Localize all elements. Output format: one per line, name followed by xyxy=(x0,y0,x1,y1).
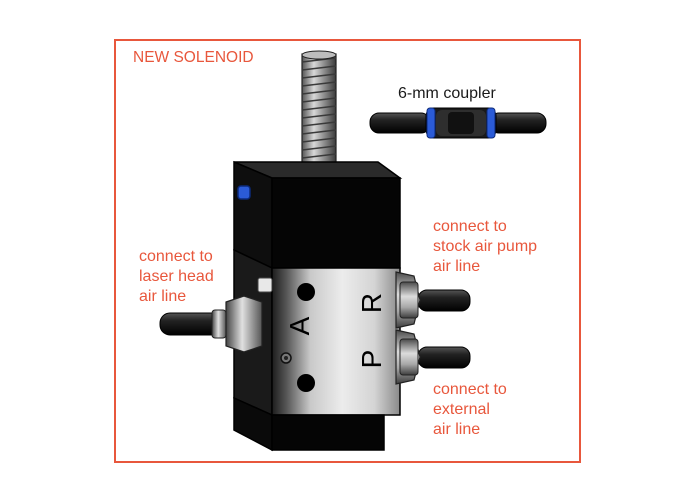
laser-head-fitting xyxy=(159,295,263,353)
diagram-title: NEW SOLENOID xyxy=(133,49,254,66)
diagram-frame xyxy=(114,39,581,463)
coupler xyxy=(369,107,547,139)
coil-housing xyxy=(233,160,403,270)
coupler-ring-right xyxy=(486,107,496,139)
port-label-r: R xyxy=(356,293,387,313)
coupler-ring-left xyxy=(426,107,436,139)
port-label-a: A xyxy=(284,316,315,335)
base-plate xyxy=(233,396,385,452)
laser-head-callout-line-2: laser head xyxy=(139,268,214,285)
external-callout: connect to external air line xyxy=(433,380,507,440)
coupler-label: 6-mm coupler xyxy=(398,85,496,102)
indicator-led xyxy=(237,185,251,200)
stock-pump-callout: connect to stock air pump air line xyxy=(433,217,537,277)
laser-head-callout: connect to laser head air line xyxy=(139,247,214,307)
port-hole-lower xyxy=(297,374,315,392)
valve-body xyxy=(233,248,401,417)
stock-pump-fitting xyxy=(395,271,471,329)
stock-pump-callout-line-1: connect to xyxy=(433,218,507,235)
threaded-rod xyxy=(301,50,337,175)
external-callout-line-1: connect to xyxy=(433,381,507,398)
external-fitting xyxy=(395,329,471,385)
port-label-p: P xyxy=(356,350,387,369)
stock-pump-callout-line-2: stock air pump xyxy=(433,238,538,255)
laser-head-callout-line-3: air line xyxy=(139,288,187,305)
stock-pump-callout-line-3: air line xyxy=(433,258,481,275)
port-hole-upper xyxy=(297,283,315,301)
external-callout-line-3: air line xyxy=(433,421,481,438)
laser-head-callout-line-1: connect to xyxy=(139,248,213,265)
external-callout-line-2: external xyxy=(433,401,490,418)
